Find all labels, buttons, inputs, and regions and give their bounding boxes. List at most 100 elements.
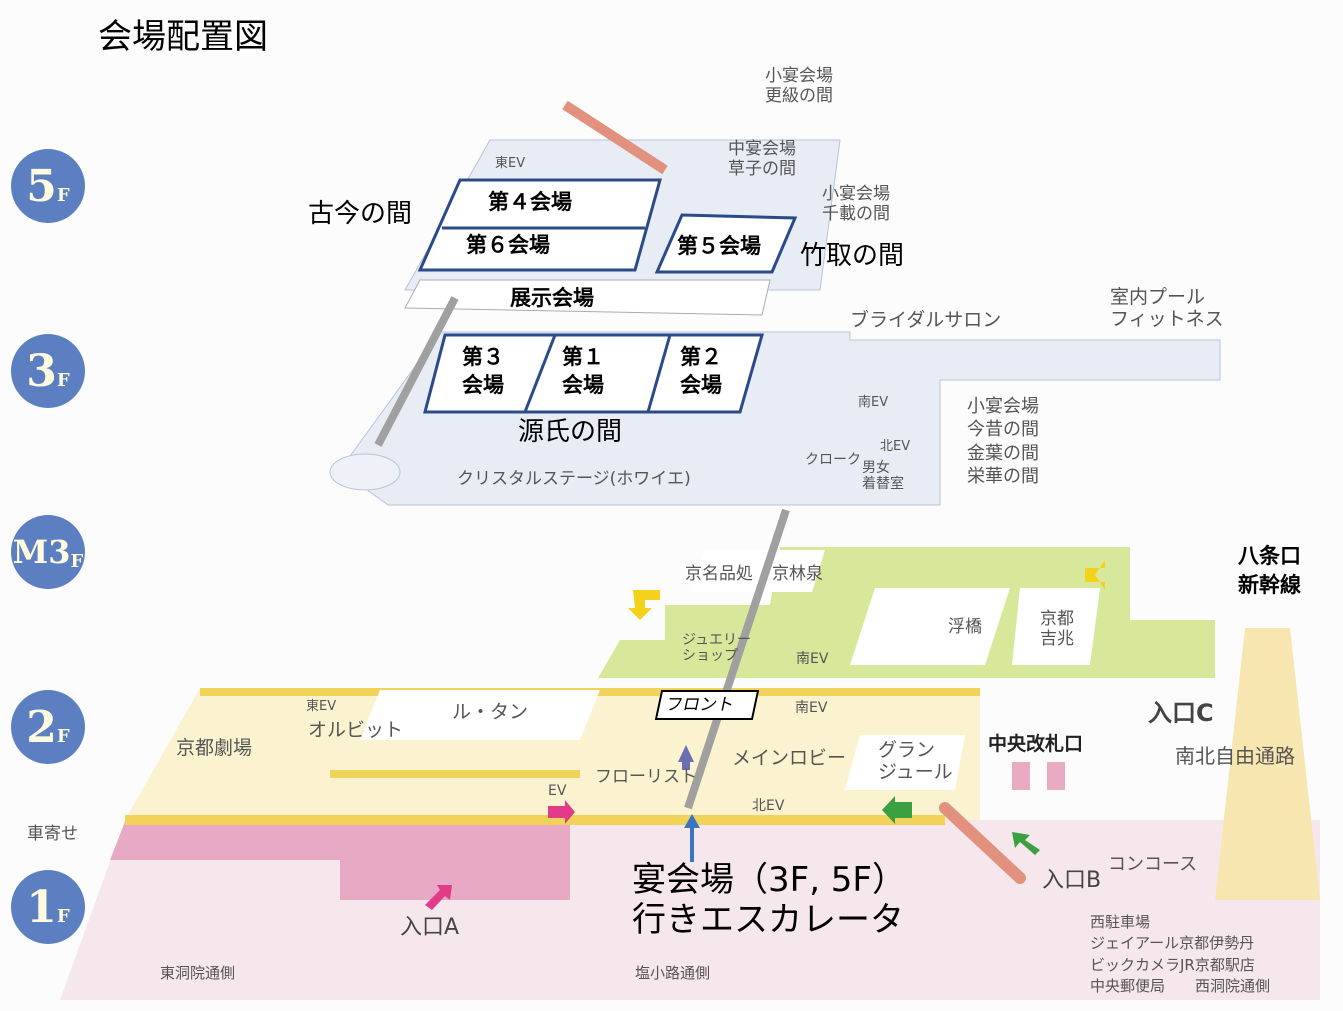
gate — [1012, 762, 1030, 790]
room-taketori — [654, 213, 798, 274]
room-4: 第４会場 — [488, 190, 572, 214]
floor-suffix: F — [56, 184, 70, 206]
west-destinations: 西駐車場 ジェイアール京都伊勢丹 ビックカメラJR京都駅店 中央郵便局 西洞院通… — [1090, 913, 1271, 996]
concourse: コンコース — [1108, 854, 1198, 875]
room-5: 第５会場 — [677, 234, 761, 258]
entrance-a-pit — [340, 822, 570, 900]
north-ev-3f: 北EV — [880, 439, 911, 454]
gate — [1047, 762, 1065, 790]
meihin-shop: 京名品処 — [685, 564, 753, 584]
main-lobby: メインロビー — [732, 747, 847, 769]
wall-2f-front — [125, 815, 945, 825]
chitose-room: 小宴会場 千載の間 — [822, 184, 890, 224]
pool-fitness: 室内プール フィットネス — [1110, 286, 1224, 330]
escalator-b — [939, 802, 1026, 884]
escalator-3f-5f — [374, 296, 459, 447]
crystal-stage-label: クリスタルステージ(ホワイエ) — [457, 469, 691, 489]
wall-2f-mid — [330, 770, 580, 778]
floor-2f — [125, 688, 980, 820]
small-halls-3f: 小宴会場 今昔の間 金葉の間 栄華の間 — [967, 396, 1039, 488]
hall-kokon: 古今の間 — [308, 199, 413, 229]
room-grand-jour — [845, 735, 965, 790]
exhibition-hall: 展示会場 — [510, 286, 594, 310]
south-ev-2f: 南EV — [795, 700, 828, 716]
room-2: 第２ 会場 — [680, 345, 722, 398]
east-ev-2f: 東EV — [306, 699, 337, 714]
floor-number: 1 — [26, 881, 57, 933]
east-ev-5f: 東EV — [495, 156, 526, 171]
room-1: 第１ 会場 — [562, 345, 604, 398]
grand-jour: グラン ジュール — [878, 739, 953, 783]
orbit: オルビット — [308, 719, 404, 741]
yellow-arrow — [1085, 560, 1105, 590]
kyoto-theater: 京都劇場 — [176, 737, 253, 759]
floor-number: M3 — [12, 533, 71, 571]
escalator-upper — [562, 100, 668, 175]
drop-off: 車寄せ — [27, 824, 78, 844]
floor-suffix: F — [56, 905, 70, 927]
floor-suffix: F — [70, 550, 84, 572]
ns-passage — [1215, 628, 1320, 900]
map-title: 会場配置図 — [98, 17, 268, 57]
green-arrow — [882, 796, 912, 824]
entrance-c: 入口C — [1148, 699, 1214, 727]
sarashina-room: 小宴会場 更級の間 — [765, 66, 833, 106]
jewelry-shop: ジュエリー ショップ — [682, 632, 752, 665]
floor-number: 5 — [26, 160, 57, 212]
escalator-note: 宴会場（3F, 5F） 行きエスカレータ — [632, 860, 906, 941]
hall-taketori: 竹取の間 — [800, 241, 905, 271]
dressing-room: 男女 着替室 — [862, 460, 904, 493]
florist: フローリスト — [595, 767, 697, 787]
escalator-2f-3f — [684, 508, 790, 810]
room-meihin — [690, 550, 825, 592]
ev-arrow — [548, 800, 575, 824]
south-ev-m3f: 南EV — [796, 651, 829, 667]
room-6: 第６会場 — [466, 233, 550, 257]
north-ev-2f: 北EV — [752, 798, 785, 814]
ukihashi: 浮橋 — [948, 617, 982, 637]
room-kokon — [417, 178, 662, 272]
entrance-b: 入口B — [1042, 868, 1102, 893]
kusako-room: 中宴会場 草子の間 — [728, 139, 796, 179]
hachijo-shinkansen: 八条口 新幹線 — [1238, 544, 1301, 598]
south-ev-3f: 南EV — [858, 395, 889, 410]
shiokoji-side: 塩小路通側 — [635, 964, 711, 982]
room-genji — [423, 333, 764, 414]
crystal-stage — [329, 453, 401, 491]
floor-number: 3 — [26, 345, 57, 397]
bridal-salon: ブライダルサロン — [850, 309, 1002, 331]
floor-number: 2 — [26, 701, 57, 753]
central-ticket-gate: 中央改札口 — [988, 733, 1084, 755]
room-ukihashi — [850, 588, 1010, 665]
front-desk: フロント — [654, 690, 760, 720]
ev-2f: EV — [548, 783, 567, 799]
divider — [646, 334, 672, 413]
yellow-arrow — [628, 590, 660, 620]
arrow-head — [684, 814, 700, 828]
kyorinsen: 京林泉 — [772, 564, 823, 584]
higashinotoin-side: 東洞院通側 — [160, 964, 236, 982]
room-kitcho — [1012, 588, 1100, 665]
entrance-a-arrow — [425, 885, 452, 910]
up-arrow — [678, 745, 694, 770]
north-south-passage: 南北自由通路 — [1175, 744, 1295, 768]
hall-genji: 源氏の間 — [518, 417, 623, 447]
room-exhibition — [404, 279, 771, 316]
room-letemps — [360, 690, 600, 740]
floor-suffix: F — [56, 369, 70, 391]
floor-suffix: F — [56, 725, 70, 747]
entrance-a: 入口A — [400, 915, 460, 940]
cloakroom: クローク — [805, 452, 861, 468]
le-temps: ル・タン — [452, 701, 529, 723]
kitcho: 京都 吉兆 — [1040, 609, 1074, 649]
divider — [523, 334, 557, 413]
green-arrow — [1012, 832, 1040, 855]
room-3: 第３ 会場 — [462, 345, 504, 398]
